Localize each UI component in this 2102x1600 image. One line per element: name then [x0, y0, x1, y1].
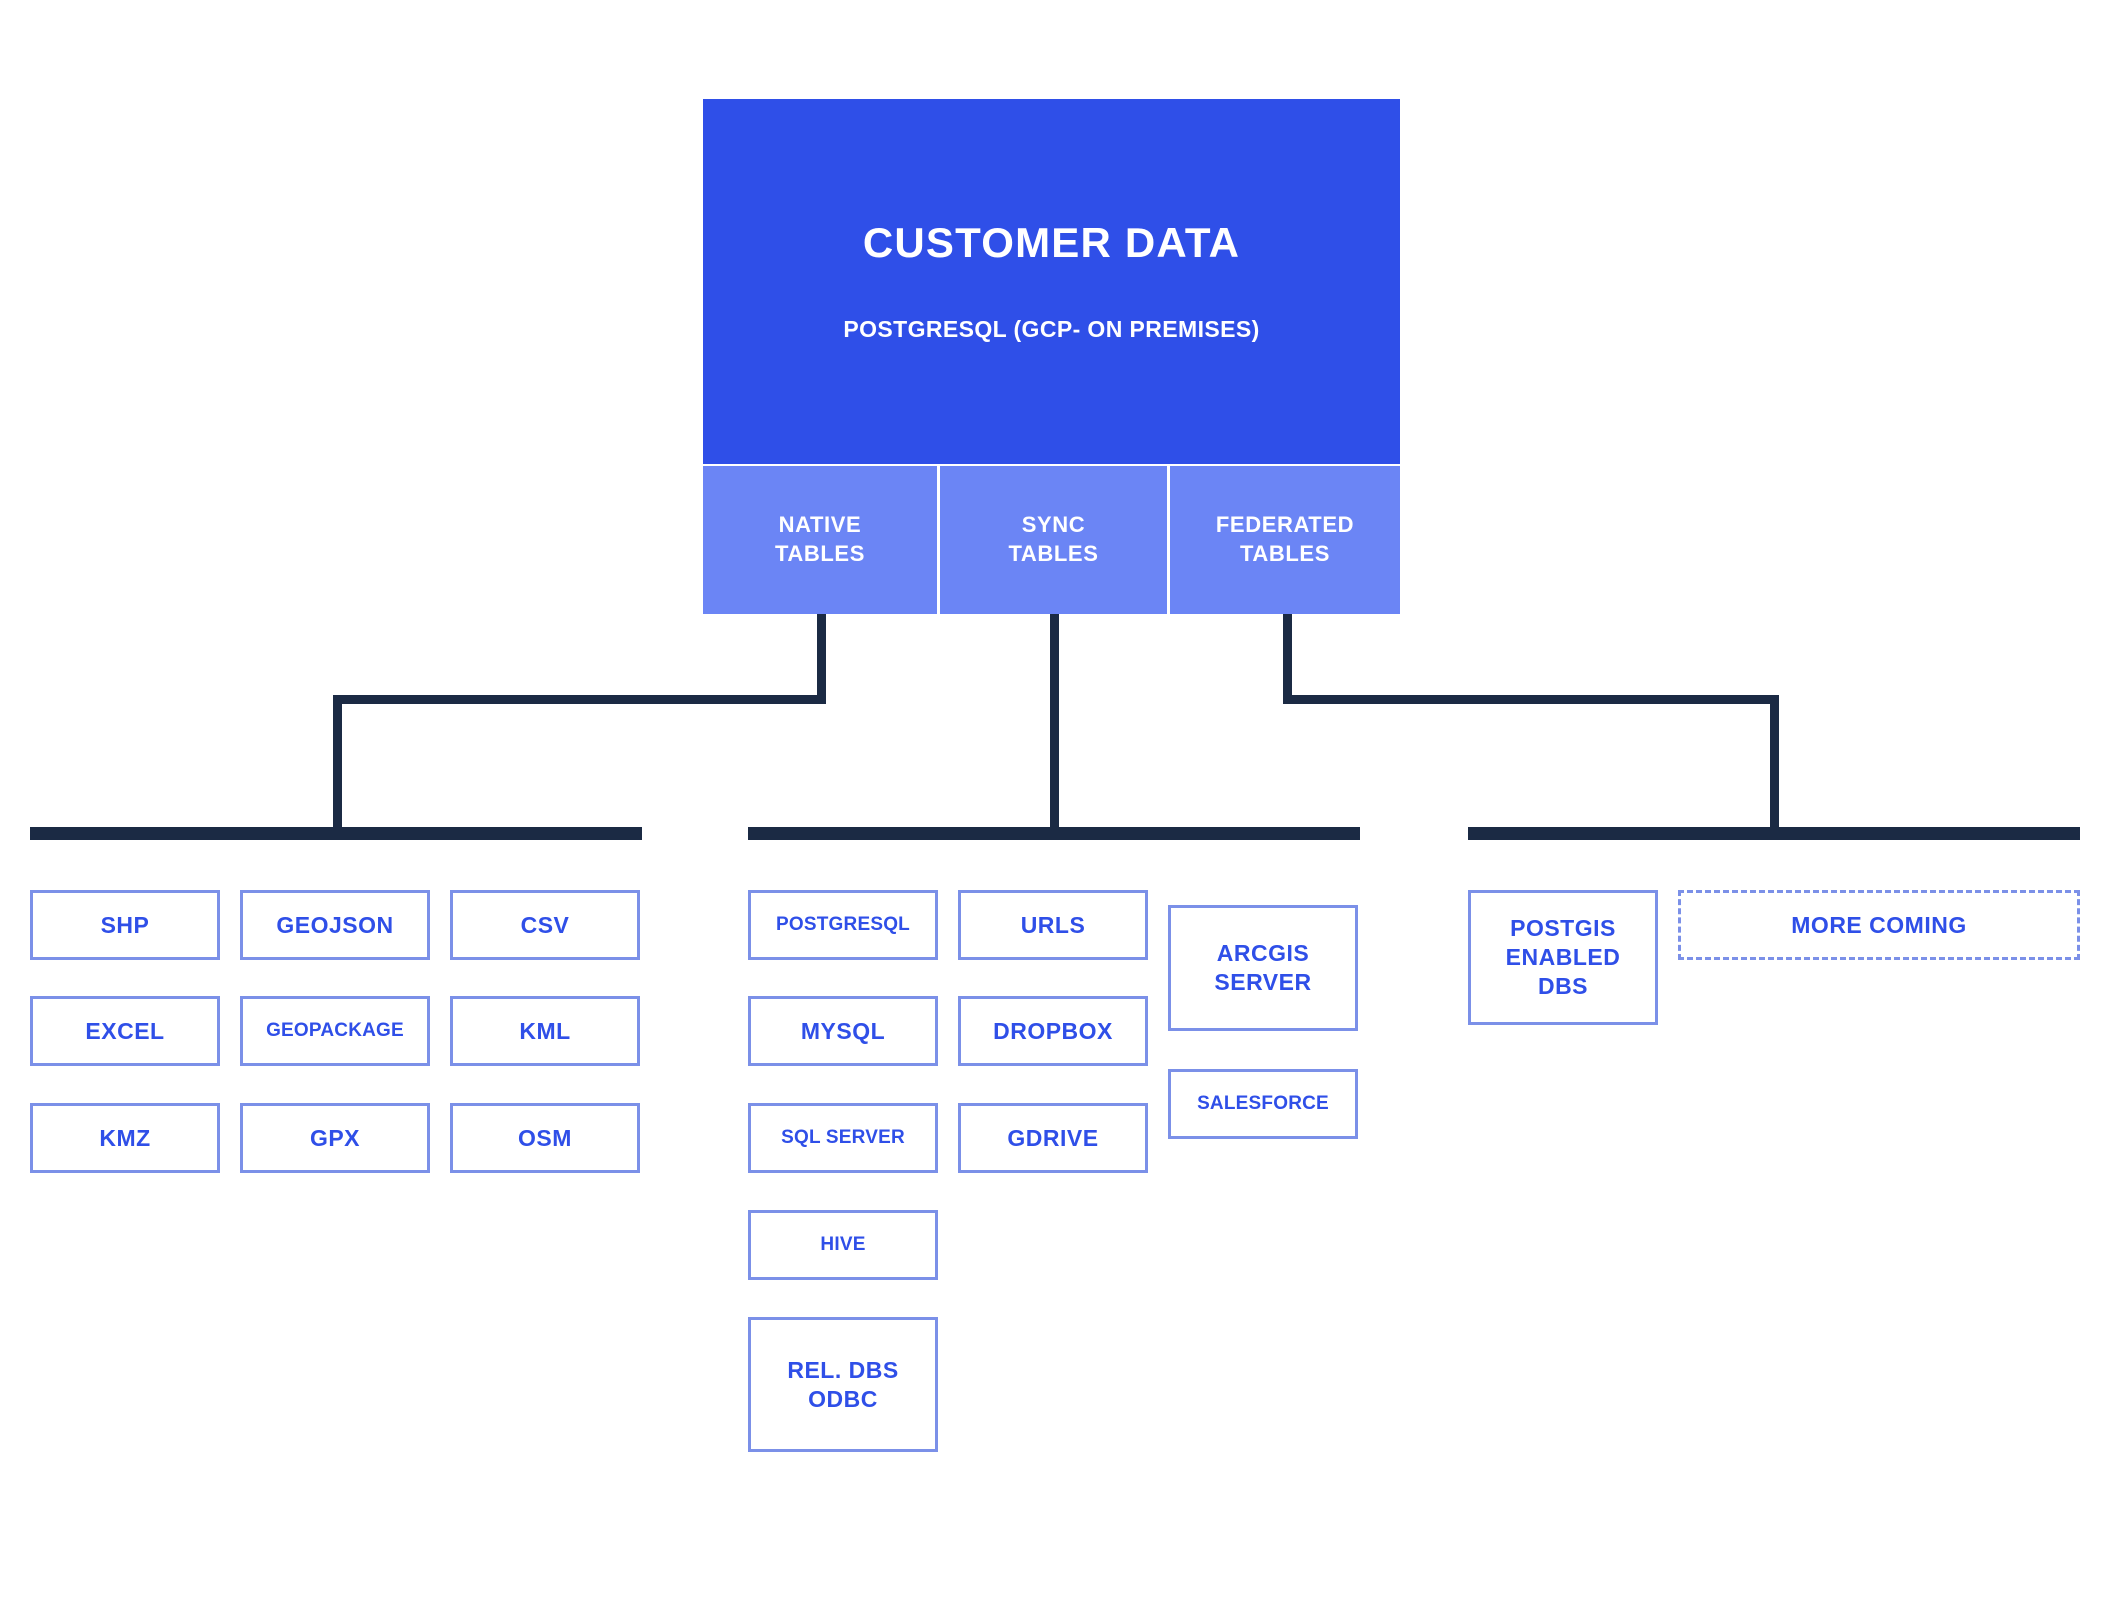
leaf-kmz[interactable]: KMZ: [30, 1103, 220, 1173]
connector-federated-rail: [1468, 827, 2080, 840]
leaf-csv[interactable]: CSV: [450, 890, 640, 960]
connector-native-horizontal: [333, 695, 826, 704]
connector-federated-vertical-top: [1283, 614, 1292, 699]
leaf-osm[interactable]: OSM: [450, 1103, 640, 1173]
leaf-kml[interactable]: KML: [450, 996, 640, 1066]
connector-sync-vertical: [1050, 614, 1059, 835]
leaf-gpx[interactable]: GPX: [240, 1103, 430, 1173]
leaf-salesforce[interactable]: SALESFORCE: [1168, 1069, 1358, 1139]
connector-native-vertical-drop: [333, 695, 342, 835]
root-node-customer-data: CUSTOMER DATA POSTGRESQL (GCP- ON PREMIS…: [703, 99, 1400, 464]
leaf-sql-server[interactable]: SQL SERVER: [748, 1103, 938, 1173]
leaf-more-coming[interactable]: MORE COMING: [1678, 890, 2080, 960]
leaf-mysql[interactable]: MYSQL: [748, 996, 938, 1066]
leaf-dropbox[interactable]: DROPBOX: [958, 996, 1148, 1066]
leaf-shp[interactable]: SHP: [30, 890, 220, 960]
connector-native-vertical-top: [817, 614, 826, 699]
leaf-gdrive[interactable]: GDRIVE: [958, 1103, 1148, 1173]
leaf-geopackage[interactable]: GEOPACKAGE: [240, 996, 430, 1066]
root-title: CUSTOMER DATA: [862, 219, 1241, 267]
connector-sync-rail: [748, 827, 1360, 840]
connector-federated-vertical-drop: [1770, 695, 1779, 835]
leaf-excel[interactable]: EXCEL: [30, 996, 220, 1066]
leaf-geojson[interactable]: GEOJSON: [240, 890, 430, 960]
root-subtitle: POSTGRESQL (GCP- ON PREMISES): [843, 315, 1260, 342]
leaf-postgresql[interactable]: POSTGRESQL: [748, 890, 938, 960]
leaf-hive[interactable]: HIVE: [748, 1210, 938, 1280]
leaf-urls[interactable]: URLS: [958, 890, 1148, 960]
connector-federated-horizontal: [1283, 695, 1779, 704]
connector-native-rail: [30, 827, 642, 840]
